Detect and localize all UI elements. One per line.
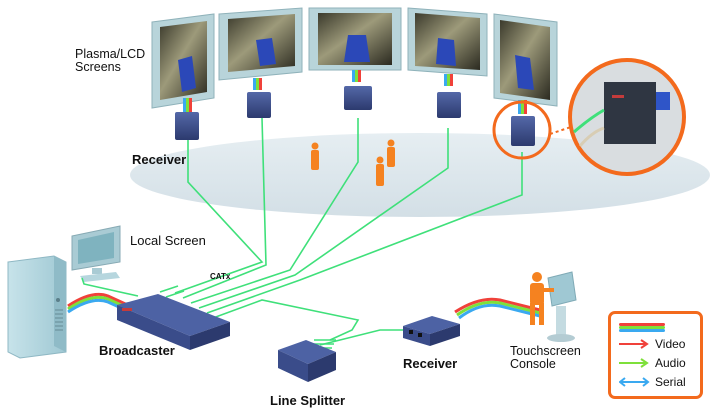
legend-label-video: Video bbox=[655, 337, 686, 351]
legend: Video Audio Serial bbox=[608, 311, 703, 399]
legend-item-audio: Audio bbox=[619, 355, 686, 371]
screens-label: Plasma/LCD Screens bbox=[75, 48, 145, 74]
plasma-screen-1 bbox=[151, 13, 215, 109]
combined-cable-icon bbox=[619, 323, 665, 332]
legend-item-video: Video bbox=[619, 336, 685, 352]
highlight-circle bbox=[492, 100, 552, 160]
receiver-4 bbox=[437, 92, 461, 118]
catx-cable-2 bbox=[182, 117, 267, 299]
av-cable-pc bbox=[67, 292, 131, 314]
screens-label-line2: Screens bbox=[75, 60, 121, 74]
catx-cables bbox=[174, 117, 523, 346]
screens-label-line1: Plasma/LCD bbox=[75, 47, 146, 61]
local-screen-monitor bbox=[71, 225, 121, 282]
receiver-top-label: Receiver bbox=[132, 152, 187, 167]
av-cable-console bbox=[454, 297, 541, 320]
zoom-inset bbox=[568, 58, 686, 176]
plasma-screen-4 bbox=[407, 7, 488, 77]
broadcaster-device bbox=[117, 294, 230, 350]
catx-cable-5 bbox=[206, 152, 523, 314]
plasma-screen-5 bbox=[493, 13, 558, 107]
plasma-screen-2 bbox=[218, 7, 303, 81]
person-1 bbox=[311, 142, 319, 170]
legend-item-combined bbox=[619, 320, 667, 336]
line-splitter-label: Line Splitter bbox=[270, 393, 346, 408]
local-screen-label: Local Screen bbox=[130, 233, 206, 248]
catx-label: CATx bbox=[210, 272, 231, 281]
legend-item-serial: Serial bbox=[619, 374, 686, 390]
receiver-bottom-device bbox=[403, 316, 460, 346]
touchscreen-label: Touchscreen Console bbox=[510, 345, 581, 371]
receiver-5 bbox=[511, 116, 535, 146]
receivers-top bbox=[175, 86, 535, 146]
arrow-both-icon bbox=[619, 377, 650, 387]
person-2 bbox=[387, 139, 395, 167]
catx-cable-receiver bbox=[319, 329, 410, 346]
receiver-2 bbox=[247, 92, 271, 118]
arrow-right-icon bbox=[619, 358, 649, 368]
catx-cable-splitter bbox=[212, 299, 360, 341]
receiver-1 bbox=[175, 112, 199, 140]
catx-cable-4 bbox=[198, 128, 449, 309]
broadcaster-label: Broadcaster bbox=[99, 343, 175, 358]
people bbox=[311, 139, 395, 186]
receiver-bottom-label: Receiver bbox=[403, 356, 458, 371]
line-splitter-device bbox=[278, 340, 336, 382]
zoom-connector bbox=[549, 125, 575, 135]
touchscreen-kiosk bbox=[547, 271, 577, 342]
person-3 bbox=[376, 156, 384, 186]
pc-tower bbox=[7, 255, 67, 359]
floor-area bbox=[130, 133, 710, 217]
catx-cable-3 bbox=[190, 118, 359, 304]
plasma-screens bbox=[151, 7, 558, 109]
catx-cable-1 bbox=[174, 140, 264, 294]
receiver-3 bbox=[344, 86, 372, 110]
person-console bbox=[530, 272, 554, 325]
local-screen-cable bbox=[81, 277, 139, 297]
legend-label-serial: Serial bbox=[655, 375, 686, 389]
legend-label-audio: Audio bbox=[655, 356, 686, 370]
plasma-screen-3 bbox=[308, 7, 402, 71]
touchscreen-label-line1: Touchscreen bbox=[510, 344, 581, 358]
touchscreen-label-line2: Console bbox=[510, 357, 556, 371]
av-cables-top bbox=[183, 70, 527, 114]
arrow-right-icon bbox=[619, 339, 649, 349]
